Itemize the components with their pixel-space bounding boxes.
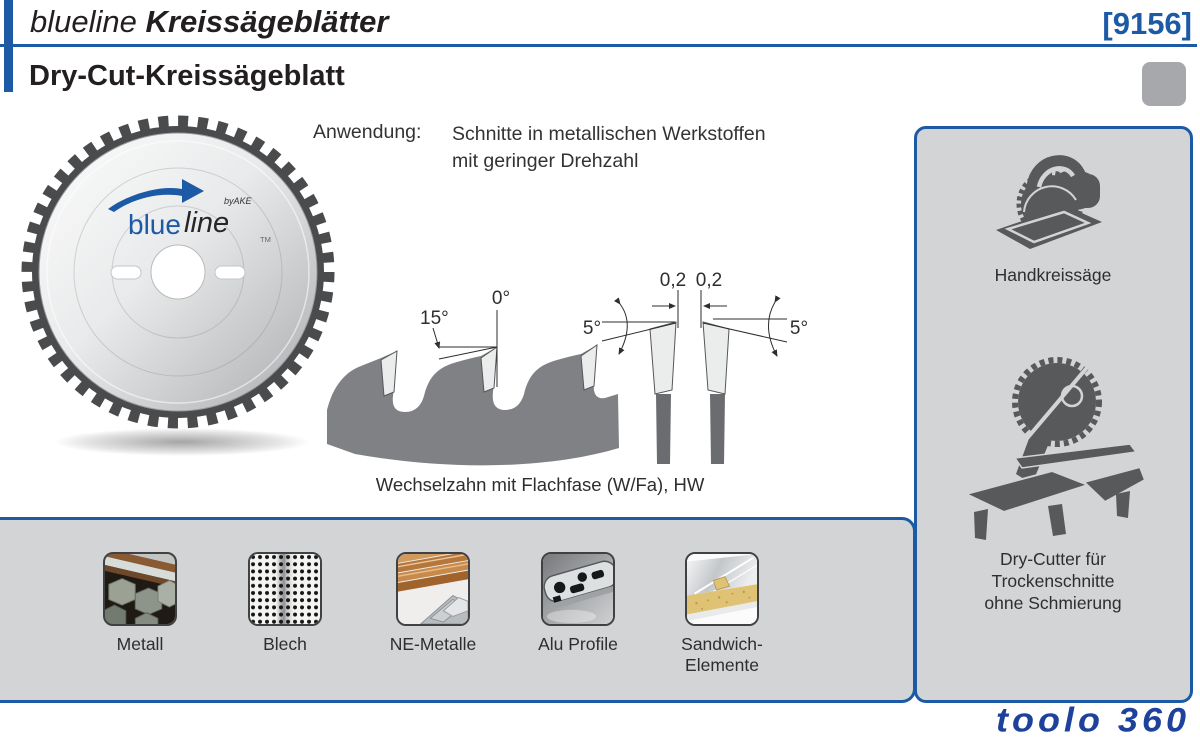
- material-label-blech: Blech: [263, 634, 307, 654]
- metal-bars-photo: [105, 554, 175, 624]
- handheld-circular-saw-icon: [996, 155, 1102, 249]
- material-thumb-metall: [103, 552, 177, 626]
- header-rule: [0, 44, 1197, 47]
- blueline-logo-tm: TM: [260, 235, 271, 244]
- blade-pin-hole-right: [214, 265, 246, 280]
- series-title: blueline Kreissägeblätter: [30, 4, 388, 40]
- blueline-logo-arrow-icon: [108, 179, 204, 212]
- bevel-angle-right-label: 5°: [790, 318, 808, 339]
- machine-label-dry-cutter: Dry-Cutter für Trockenschnitte ohne Schm…: [984, 549, 1122, 613]
- clearance-angle-label: 15°: [420, 308, 449, 329]
- carbide-tips-front: [649, 321, 730, 395]
- blade-segment-body: [327, 345, 619, 466]
- chamfer-left-label: 0,2: [660, 270, 686, 291]
- chamfer-right-label: 0,2: [696, 270, 722, 291]
- application-text: Schnitte in metallischen Werkstoffen mit…: [452, 123, 766, 172]
- tooth-drawing-caption: Wechselzahn mit Flachfase (W/Fa), HW: [375, 474, 705, 495]
- material-label-alu-profile: Alu Profile: [538, 634, 618, 654]
- page-title: Dry-Cut-Kreissägeblatt: [29, 60, 345, 92]
- application-label: Anwendung:: [313, 121, 422, 143]
- toolo360-logo: toolo 360: [995, 700, 1190, 739]
- tooth-stems: [656, 394, 725, 464]
- product-code-badge: [9156]: [1102, 6, 1192, 41]
- series-name-bold: Kreissägeblätter: [145, 4, 389, 39]
- blade-bore-hole: [150, 244, 206, 300]
- blueline-logo-by-ake: byAKE: [224, 196, 253, 206]
- non-ferrous-metals-photo: [398, 554, 468, 624]
- material-label-sandwich: Sandwich- Elemente: [681, 634, 763, 675]
- perforated-sheet-photo: [250, 554, 320, 624]
- blade-pin-hole-left: [110, 265, 142, 280]
- series-name: blueline: [30, 4, 137, 39]
- blade-ring-1: [73, 167, 283, 377]
- tooth-front-view-drawing: 0,2 0,2 5° 5°: [583, 270, 808, 464]
- bevel-angle-left-label: 5°: [583, 318, 601, 339]
- category-color-badge: [1142, 62, 1186, 106]
- blade-ring-highlight: [46, 140, 310, 404]
- machine-label-handkreissaege: Handkreissäge: [994, 265, 1112, 285]
- carbide-tips-side: [380, 343, 598, 397]
- tooth-side-view-drawing: 15° 0°: [327, 288, 619, 466]
- blueline-logo-line: line: [184, 207, 229, 239]
- saw-blade-image: blue line byAKE TM: [21, 115, 335, 456]
- material-thumb-ne-metalle: [396, 552, 470, 626]
- front-view-annotations: [601, 290, 788, 357]
- material-label-metall: Metall: [116, 634, 164, 654]
- sandwich-panel-photo: [687, 554, 757, 624]
- blueline-logo-blue: blue: [128, 209, 181, 240]
- material-thumb-alu-profile: [541, 552, 615, 626]
- chop-saw-icon: [963, 357, 1145, 540]
- material-thumb-sandwich: [685, 552, 759, 626]
- rake-angle-label: 0°: [492, 288, 510, 309]
- material-label-ne-metalle: NE-Metalle: [389, 634, 477, 654]
- aluminium-profile-photo: [543, 554, 613, 624]
- side-view-annotations: [432, 310, 498, 387]
- blueline-logo: blue line byAKE TM: [108, 179, 271, 244]
- material-thumb-blech: [248, 552, 322, 626]
- blade-shadow: [54, 428, 310, 456]
